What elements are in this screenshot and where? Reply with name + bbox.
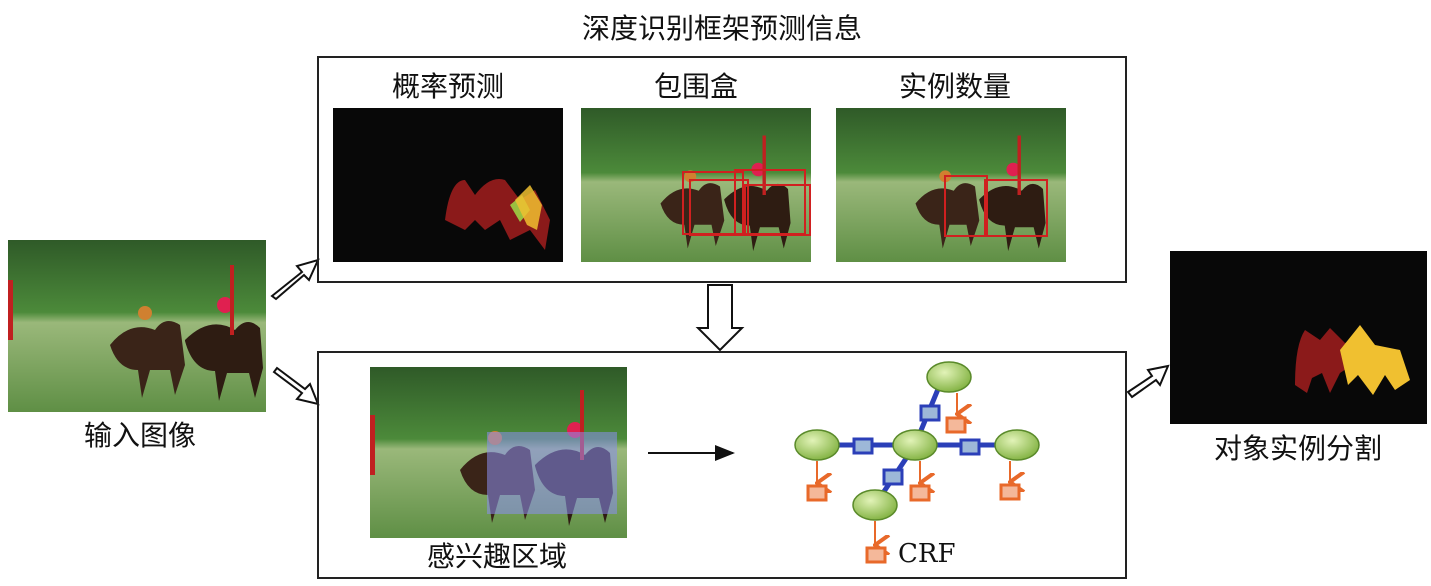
probability-label: 概率预测: [392, 70, 504, 103]
input-image-label: 输入图像: [84, 419, 196, 452]
crf-panel: 感兴趣区域: [317, 351, 1127, 579]
roi-image: [370, 367, 627, 538]
bounding-box-image: [581, 108, 811, 262]
arrow-input-to-top: [270, 258, 320, 301]
crf-graph: CRF: [794, 361, 1040, 569]
prediction-panel: 概率预测 包围盒 实例数量: [317, 56, 1127, 283]
output-image: [1170, 251, 1427, 424]
instance-count-label: 实例数量: [899, 70, 1011, 103]
probability-image: [333, 108, 563, 262]
roi-label: 感兴趣区域: [427, 540, 567, 573]
arrow-input-to-bottom: [272, 366, 320, 406]
output-label: 对象实例分割: [1214, 432, 1382, 465]
arrow-bottom-to-output: [1126, 364, 1170, 399]
bounding-box-label: 包围盒: [654, 70, 738, 103]
framework-title: 深度识别框架预测信息: [582, 12, 862, 45]
instance-count-image: [836, 108, 1066, 262]
unary-nodes: [806, 416, 1021, 564]
factor-nodes: [852, 404, 981, 486]
arrow-top-to-bottom: [695, 284, 745, 352]
crf-label: CRF: [898, 539, 956, 569]
variable-nodes: [794, 361, 1040, 521]
input-image: [8, 240, 266, 412]
